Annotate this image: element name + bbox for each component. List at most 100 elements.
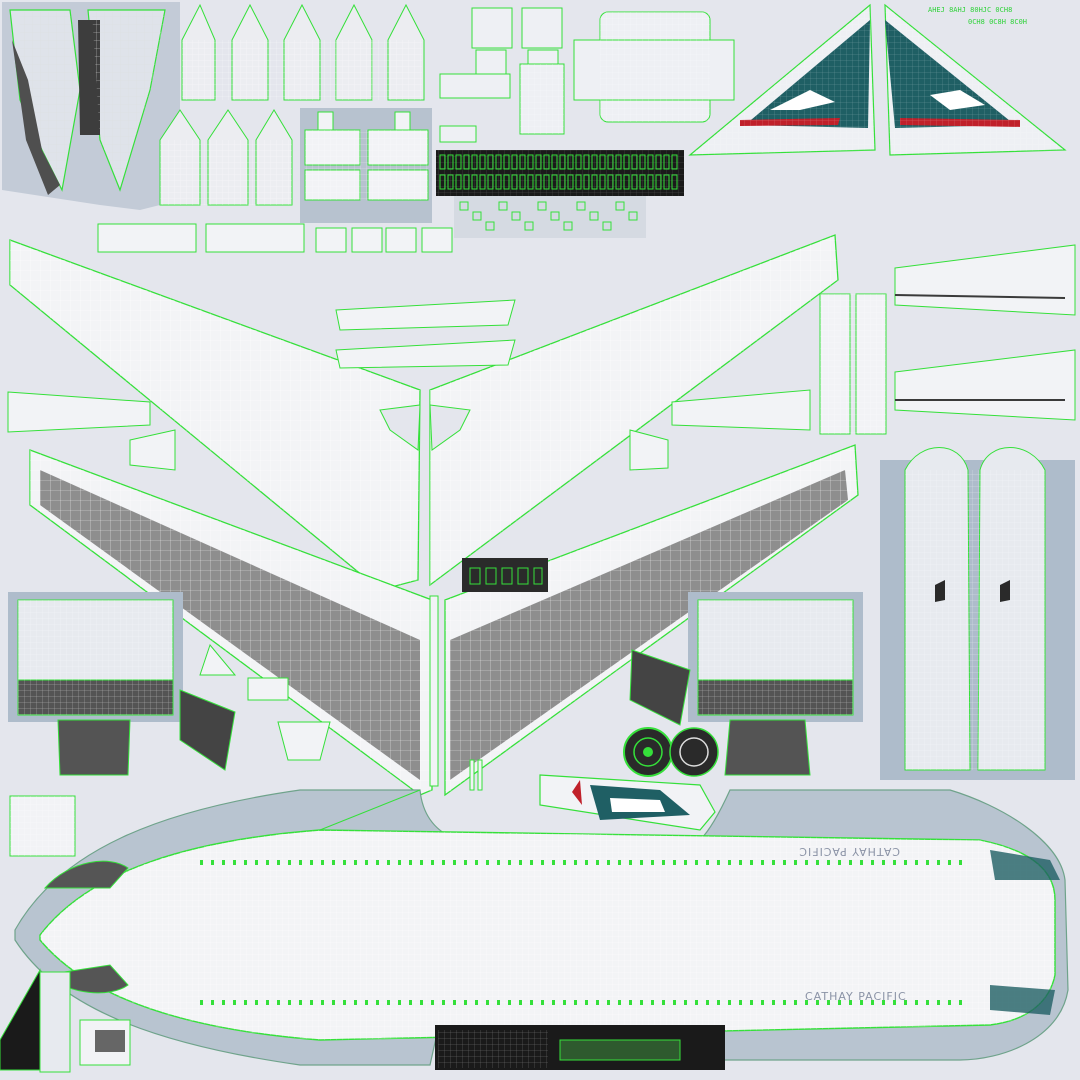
window-cell — [495, 174, 502, 190]
fuselage-window — [563, 860, 566, 865]
fuselage-window — [431, 1000, 434, 1005]
fuselage-window — [464, 860, 467, 865]
fuselage-window — [684, 860, 687, 865]
window-cell — [575, 154, 582, 170]
window-cell — [463, 154, 470, 170]
fuselage-window — [277, 860, 280, 865]
glyph-cell — [511, 211, 521, 221]
glyph-cell — [589, 211, 599, 221]
fuselage-window — [772, 1000, 775, 1005]
window-cell — [511, 154, 518, 170]
glyph-cell — [602, 221, 612, 231]
fuselage-window — [332, 1000, 335, 1005]
fuselage-window — [574, 860, 577, 865]
glyph-cell — [563, 221, 573, 231]
fuselage-window — [937, 860, 940, 865]
window-cell — [575, 174, 582, 190]
glyph-cell — [550, 211, 560, 221]
fuselage-window — [926, 1000, 929, 1005]
fuselage-icon: CATHAY PACIFIC CATHAY PACIFIC — [14, 789, 1069, 1066]
fuselage-window — [343, 1000, 346, 1005]
fuselage-window — [453, 860, 456, 865]
window-cell — [559, 154, 566, 170]
fuselage-window — [200, 1000, 203, 1005]
window-cell — [599, 154, 606, 170]
fuselage-window — [871, 1000, 874, 1005]
fuselage-window — [475, 1000, 478, 1005]
fuselage-window — [882, 860, 885, 865]
fuselage-window — [827, 860, 830, 865]
glyph-cell — [628, 211, 638, 221]
fuselage-window — [266, 1000, 269, 1005]
fuselage-window — [651, 1000, 654, 1005]
fuselage-window — [948, 860, 951, 865]
fuselage-window — [695, 860, 698, 865]
wing-lower — [29, 444, 859, 797]
fuselage-window — [838, 860, 841, 865]
fuselage-window — [772, 860, 775, 865]
glyph-cell — [498, 201, 508, 211]
window-cell — [455, 154, 462, 170]
fuselage-window — [607, 860, 610, 865]
window-cell — [519, 154, 526, 170]
glyph-cell — [615, 201, 625, 211]
glyph-cell — [472, 211, 482, 221]
fuselage-window — [354, 860, 357, 865]
window-cell — [543, 154, 550, 170]
fuselage-window — [266, 860, 269, 865]
fuselage-window — [288, 860, 291, 865]
fuselage-window — [750, 1000, 753, 1005]
fuselage-window — [915, 860, 918, 865]
window-cell — [631, 174, 638, 190]
fuselage-window — [321, 860, 324, 865]
window-cell — [655, 174, 662, 190]
fuselage-window — [277, 1000, 280, 1005]
window-cell — [671, 174, 678, 190]
window-cell — [543, 174, 550, 190]
window-cell — [559, 174, 566, 190]
fuselage-window — [233, 1000, 236, 1005]
fuselage-window — [871, 860, 874, 865]
window-cell — [551, 174, 558, 190]
glyph-cell — [524, 221, 534, 231]
window-cell — [487, 174, 494, 190]
wing-upper — [9, 234, 839, 591]
livery-logo-bottom: CATHAY PACIFIC — [805, 990, 907, 1003]
window-cell — [447, 154, 454, 170]
fuselage-window — [706, 1000, 709, 1005]
uv-label-text: 0CH8 0C8H 8C0H — [968, 18, 1027, 26]
fuselage-window — [409, 860, 412, 865]
fuselage-window — [552, 1000, 555, 1005]
engine-cowl-left — [8, 592, 331, 776]
fuselage-window — [519, 860, 522, 865]
fuselage-window — [288, 1000, 291, 1005]
fuselage-window — [475, 860, 478, 865]
fuselage-window — [376, 860, 379, 865]
window-cell — [671, 154, 678, 170]
fuselage-window — [761, 1000, 764, 1005]
fuselage-window — [233, 860, 236, 865]
fuselage-window — [519, 1000, 522, 1005]
fuselage-window — [805, 860, 808, 865]
fuselage-window — [629, 1000, 632, 1005]
fuselage-window — [222, 1000, 225, 1005]
cockpit-icon — [539, 774, 716, 831]
window-cell — [631, 154, 638, 170]
fuselage-window — [673, 1000, 676, 1005]
fuselage-window — [904, 860, 907, 865]
fuselage-window — [541, 1000, 544, 1005]
fuselage-window — [420, 860, 423, 865]
fuselage-window — [717, 860, 720, 865]
fuselage-window — [596, 1000, 599, 1005]
fuselage-window — [409, 1000, 412, 1005]
glyph-cell — [537, 201, 547, 211]
window-cell — [527, 174, 534, 190]
fuselage-window — [860, 860, 863, 865]
fuselage-window — [816, 860, 819, 865]
window-cell — [511, 174, 518, 190]
fuselage-window — [827, 1000, 830, 1005]
window-cell — [519, 174, 526, 190]
window-cell — [567, 154, 574, 170]
fuselage-window — [563, 1000, 566, 1005]
